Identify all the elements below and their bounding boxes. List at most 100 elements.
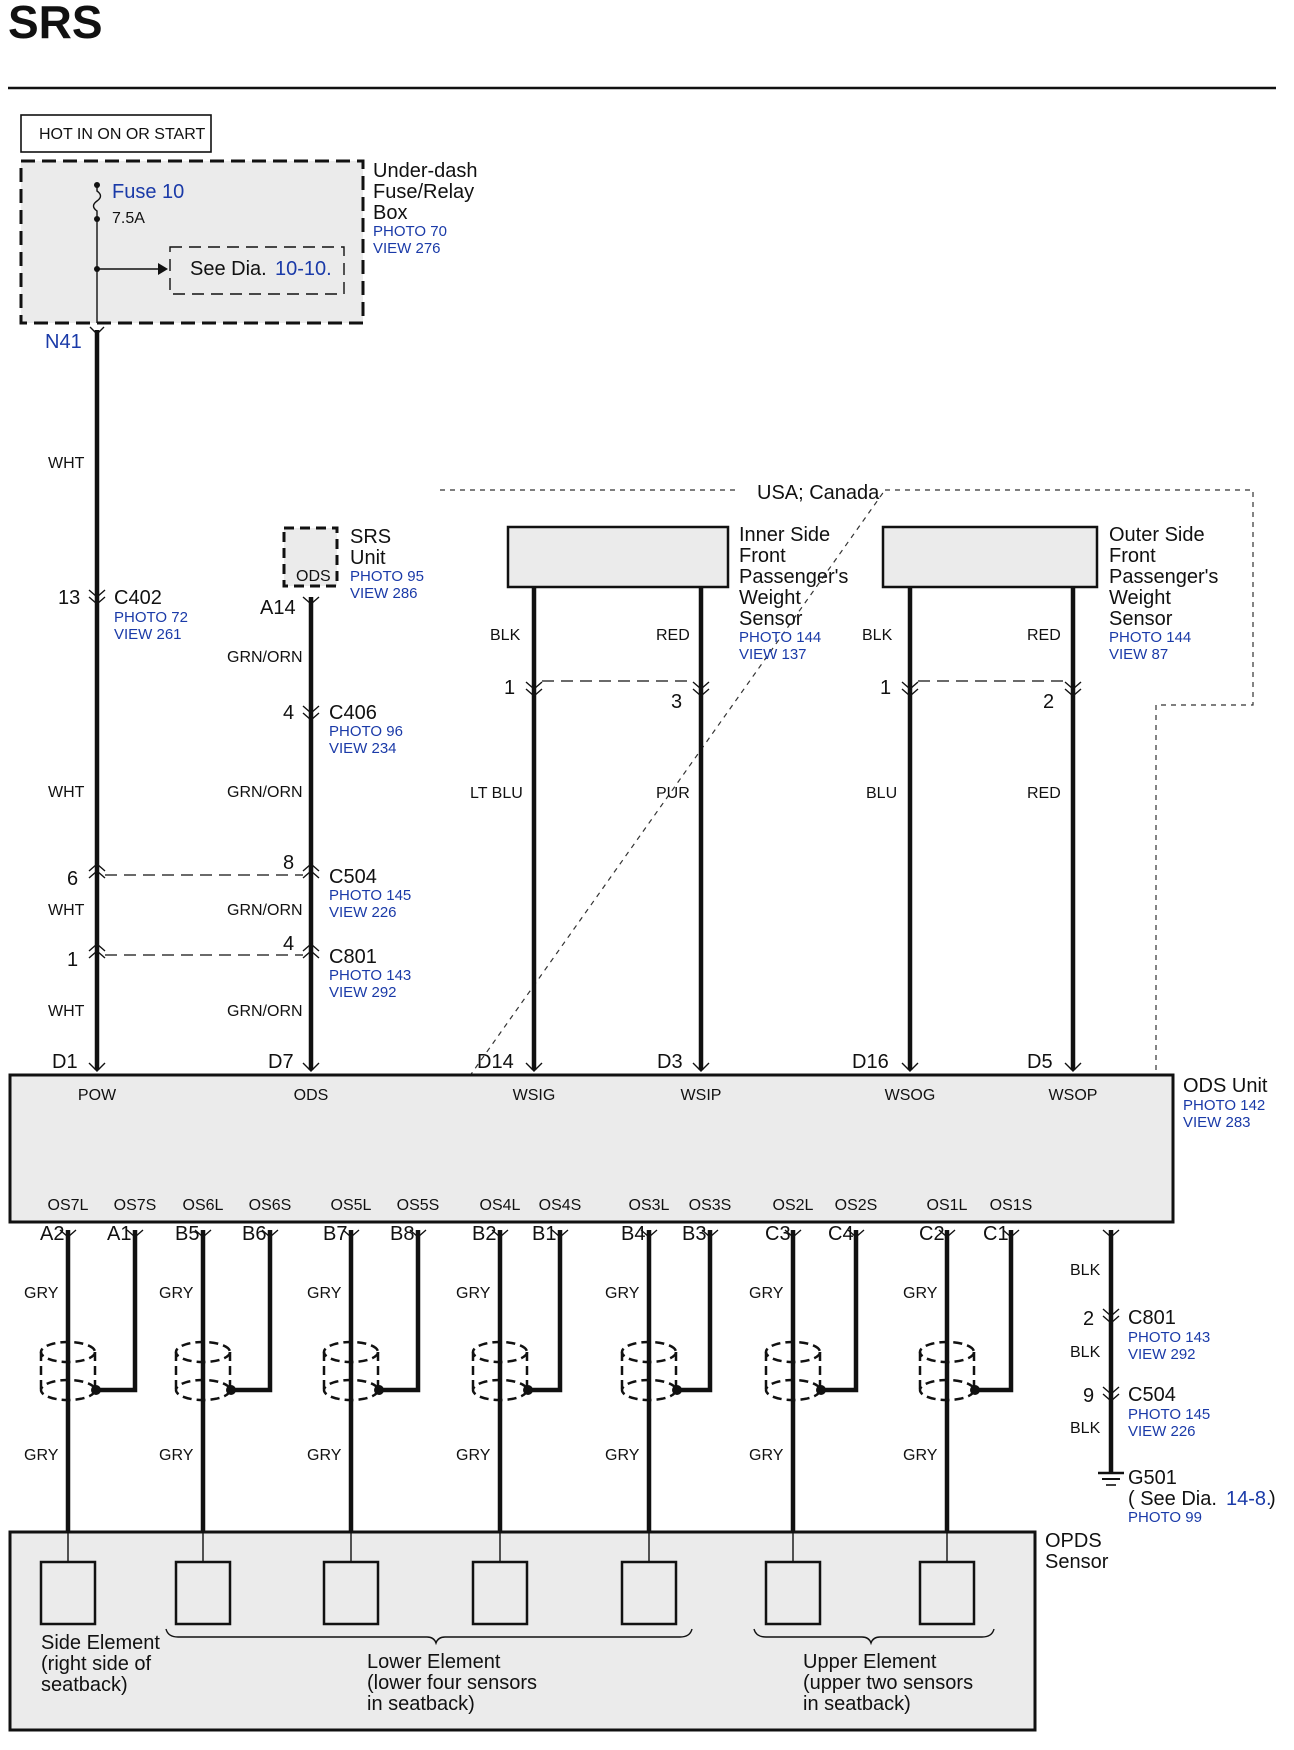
wire-color-gry-lower: GRY xyxy=(159,1447,194,1464)
gnd-c801-symbol xyxy=(1102,1308,1120,1324)
opds-sensor-element-1 xyxy=(39,1560,97,1626)
gnd-c801-pin: 2 xyxy=(1083,1308,1094,1330)
inner-pin-right-symbol xyxy=(692,681,710,697)
shield-drain-dot xyxy=(523,1385,533,1395)
outer-sensor-name-2: Front xyxy=(1109,545,1156,567)
ods-signal-os3s: OS3S xyxy=(689,1197,732,1214)
ground-see-close: ) xyxy=(1269,1488,1276,1510)
shielded-pair-3: GRY GRY xyxy=(307,1230,421,1532)
gnd-c801-name: C801 xyxy=(1128,1307,1176,1329)
opds-sensor-name-2: Sensor xyxy=(1045,1551,1109,1573)
ods-top-pin-d14: D14 xyxy=(477,1051,514,1073)
wire-color-gry-upper: GRY xyxy=(903,1285,938,1302)
c504-view: VIEW 226 xyxy=(329,904,397,921)
ods-signal-os3l: OS3L xyxy=(629,1197,670,1214)
wire-color-gry-lower: GRY xyxy=(749,1447,784,1464)
upper-element-line-1: Upper Element xyxy=(803,1651,937,1673)
c406-connector-symbol xyxy=(302,705,320,721)
wire-color-gry-lower: GRY xyxy=(605,1447,640,1464)
ods-unit-box xyxy=(8,1073,1175,1224)
ods-signal-os1s: OS1S xyxy=(990,1197,1033,1214)
opds-sensor-element-5 xyxy=(620,1560,678,1626)
ods-top-pin-arrows xyxy=(88,1062,1082,1072)
ods-signal-os4l: OS4L xyxy=(480,1197,521,1214)
fuse-rating: 7.5A xyxy=(112,210,145,227)
srs-unit-terminal: ODS xyxy=(296,568,331,585)
c406-view: VIEW 234 xyxy=(329,740,397,757)
c406-pin: 4 xyxy=(283,702,294,724)
outer-wire-right-bottom: RED xyxy=(1027,785,1061,802)
gnd-pin-connector xyxy=(1102,1229,1120,1238)
ods-signal-pow: POW xyxy=(78,1087,117,1104)
wire-color-gry-upper: GRY xyxy=(605,1285,640,1302)
outer-pin-right-symbol xyxy=(1064,681,1082,697)
wire-color-gry-upper: GRY xyxy=(24,1285,59,1302)
wire-color-gry-upper: GRY xyxy=(749,1285,784,1302)
outer-pin-right: 2 xyxy=(1043,691,1054,713)
ground-see-ref[interactable]: 14-8. xyxy=(1226,1488,1272,1510)
ground-symbol xyxy=(1098,1471,1124,1486)
ods-signal-os7s: OS7S xyxy=(114,1197,157,1214)
ods-top-pin-d16: D16 xyxy=(852,1051,889,1073)
outer-sensor-name-4: Weight xyxy=(1109,587,1171,609)
ods-signal-wsig: WSIG xyxy=(513,1087,556,1104)
ods-bottom-pin-c2: C2 xyxy=(919,1223,945,1245)
srs-unit-name-1: SRS xyxy=(350,526,391,548)
outer-sensor-name-1: Outer Side xyxy=(1109,524,1205,546)
opds-sensor-element-7 xyxy=(918,1560,976,1626)
shield-drain-dot xyxy=(374,1385,384,1395)
page-title: SRS xyxy=(8,0,103,48)
wire-color-gry-lower: GRY xyxy=(307,1447,342,1464)
ods-signal-os7l: OS7L xyxy=(48,1197,89,1214)
wire-color-gry-upper: GRY xyxy=(307,1285,342,1302)
outer-wire-left-bottom: BLU xyxy=(866,785,897,802)
opds-sensor-name-1: OPDS xyxy=(1045,1530,1102,1552)
gnd-wire-color-3: BLK xyxy=(1070,1420,1101,1437)
ods-signal-wsop: WSOP xyxy=(1049,1087,1098,1104)
fuse-box-name-2: Fuse/Relay xyxy=(373,181,474,203)
wire-color-gry-lower: GRY xyxy=(456,1447,491,1464)
srs-unit-view: VIEW 286 xyxy=(350,585,418,602)
c504-pin-left: 6 xyxy=(67,868,78,890)
ods-signal-os2s: OS2S xyxy=(835,1197,878,1214)
wire-color-gry-lower: GRY xyxy=(903,1447,938,1464)
srs-unit-box xyxy=(282,526,339,588)
inner-weight-sensor xyxy=(506,525,730,589)
lower-element-bracket xyxy=(165,1628,693,1646)
ods-bottom-pin-b4: B4 xyxy=(621,1223,645,1245)
wire-os6s xyxy=(231,1230,273,1393)
c402-connector-symbol xyxy=(88,589,106,605)
power-note-box xyxy=(20,114,212,153)
ods-unit-view: VIEW 283 xyxy=(1183,1114,1251,1131)
lower-element-line-3: in seatback) xyxy=(367,1693,475,1715)
see-dia-box xyxy=(169,246,345,295)
wire-color-grnorn-3: GRN/ORN xyxy=(227,902,303,919)
shield-drain-dot xyxy=(226,1385,236,1395)
ods-bottom-pin-c1: C1 xyxy=(983,1223,1009,1245)
ods-top-pin-d5: D5 xyxy=(1027,1051,1053,1073)
shield-drain-dot xyxy=(816,1385,826,1395)
upper-element-bracket xyxy=(753,1628,995,1646)
c801-pin-right: 4 xyxy=(283,933,294,955)
c801-pin-left: 1 xyxy=(67,949,78,971)
outer-sensor-name-3: Passenger's xyxy=(1109,566,1218,588)
see-dia-ref[interactable]: 10-10. xyxy=(275,258,332,280)
fuse-box-photo: PHOTO 70 xyxy=(373,223,447,240)
shielded-pair-6: GRY GRY xyxy=(749,1230,859,1532)
c504-name: C504 xyxy=(329,866,377,888)
ground-photo: PHOTO 99 xyxy=(1128,1509,1202,1526)
usa-canada-label: USA; Canada xyxy=(757,482,880,504)
ods-bottom-pin-c3: C3 xyxy=(765,1223,791,1245)
c801-view: VIEW 292 xyxy=(329,984,397,1001)
ods-bottom-pin-b5: B5 xyxy=(175,1223,199,1245)
wire-color-wht-1: WHT xyxy=(48,455,85,472)
inner-pin-left: 1 xyxy=(504,677,515,699)
inner-pin-left-symbol xyxy=(525,681,543,697)
outer-sensor-name-5: Sensor xyxy=(1109,608,1173,630)
c402-view: VIEW 261 xyxy=(114,626,182,643)
ods-signal-os1l: OS1L xyxy=(927,1197,968,1214)
